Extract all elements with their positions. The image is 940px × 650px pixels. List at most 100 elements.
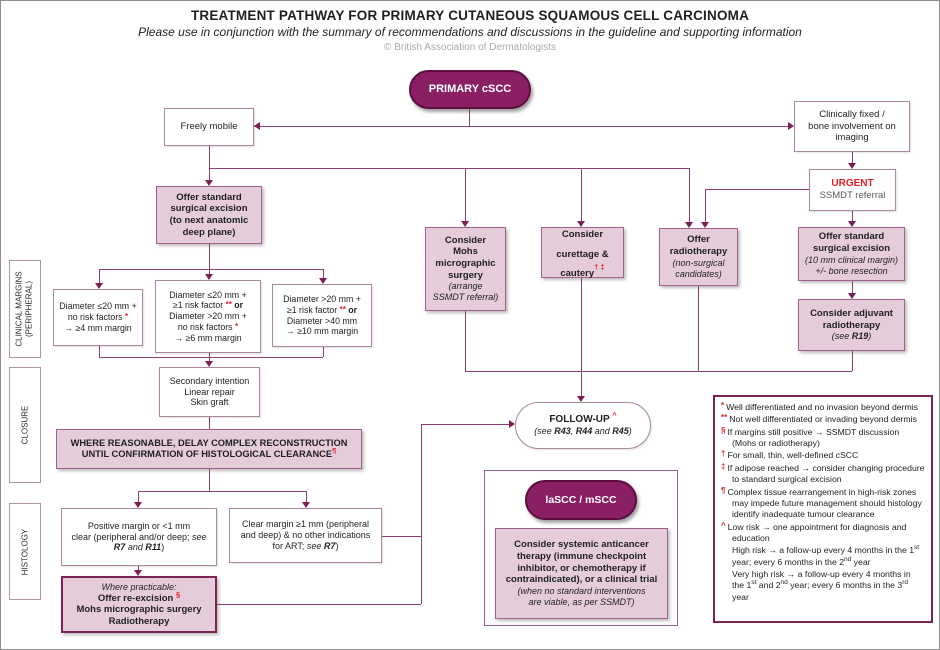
legend-text: year; every 6 months in the 2 xyxy=(732,556,845,567)
connector xyxy=(99,357,323,358)
connector xyxy=(209,417,210,429)
node-text: see xyxy=(306,540,324,551)
page-subtitle: Please use in conjunction with the summa… xyxy=(138,25,802,39)
node-note: (non-surgical candidates) xyxy=(672,257,725,279)
node-closure-options: Secondary intention Linear repair Skin g… xyxy=(159,367,260,417)
arrowhead-right-icon xyxy=(788,122,794,130)
legend-item: High risk → a follow-up every 4 months i… xyxy=(721,545,925,568)
node-text: Diameter >20 mm + xyxy=(169,311,247,322)
connector xyxy=(209,146,210,168)
ssmdt-referral-label: SSMDT referral xyxy=(819,190,886,202)
node-note: (when no standard interventions are viab… xyxy=(517,585,646,607)
connector xyxy=(138,491,306,492)
node-text: see xyxy=(192,531,207,542)
connector xyxy=(852,152,853,163)
connector xyxy=(852,351,853,371)
ordinal-sup: st xyxy=(914,544,920,552)
node-text: and xyxy=(125,542,146,553)
footnote-symbol: * xyxy=(721,401,725,410)
footnote-symbol: ** xyxy=(721,413,728,423)
legend-text: Very high risk → a follow-up every 4 mon… xyxy=(732,568,911,591)
footnote-symbol: § xyxy=(175,589,181,599)
node-urgent-ssmdt: URGENT SSMDT referral xyxy=(809,169,896,211)
legend-text: For small, thin, well-defined cSCC xyxy=(727,450,859,461)
node-text: clear (peripheral and/or deep; xyxy=(71,531,193,542)
node-note: ) xyxy=(628,426,632,437)
footnote-symbol: ** xyxy=(339,304,346,314)
recommendation-ref: R19 xyxy=(851,331,869,342)
connector xyxy=(689,168,690,222)
node-label: Secondary intention Linear repair Skin g… xyxy=(169,375,250,408)
legend-text: year xyxy=(732,591,749,602)
node-systemic-therapy: Consider systemic anticancer therapy (im… xyxy=(495,528,668,619)
node-margin-4mm: Diameter ≤20 mm + no risk factors * → ≥4… xyxy=(53,289,143,346)
node-primary-cscc: PRIMARY cSCC xyxy=(409,70,531,109)
recommendation-ref: R7 xyxy=(323,540,336,551)
node-label: Mohs micrographic surgery xyxy=(76,604,202,616)
legend-text: Well differentiated and no invasion beyo… xyxy=(726,402,919,412)
footnote-symbol: ¶ xyxy=(721,485,726,495)
legend-item: *Well differentiated and no invasion bey… xyxy=(721,401,925,413)
connector xyxy=(209,469,210,491)
recommendation-ref: R45 xyxy=(612,426,629,437)
connector xyxy=(852,211,853,221)
node-text: Diameter >20 mm + xyxy=(283,294,361,305)
arrowhead-down-icon xyxy=(134,502,142,508)
node-lascc-mscc: laSCC / mSCC xyxy=(525,480,637,520)
ordinal-sup: st xyxy=(751,579,757,587)
legend-text: If adipose reached → consider changing p… xyxy=(727,462,925,485)
footnote-symbol: ‡ xyxy=(721,461,726,471)
node-curettage-cautery: Consider curettage & cautery† ‡ xyxy=(541,227,624,280)
node-label: Offer re-excision xyxy=(97,592,176,604)
node-text: or xyxy=(345,304,358,315)
node-text: Diameter >40 mm xyxy=(286,315,358,326)
connector xyxy=(217,604,421,605)
legend-item: ‡If adipose reached → consider changing … xyxy=(721,461,925,486)
node-note: (arrange SSMDT referral) xyxy=(432,281,499,303)
node-note: (see xyxy=(534,426,555,437)
connector xyxy=(209,269,210,274)
connector xyxy=(306,491,307,502)
recommendation-ref: R11 xyxy=(145,542,162,553)
connector xyxy=(323,269,324,278)
connector xyxy=(138,566,139,570)
connector xyxy=(323,347,324,357)
node-text: ≥1 risk factor xyxy=(172,300,226,311)
node-label: Consider curettage & cautery xyxy=(556,229,609,280)
node-text: → ≥4 mm margin xyxy=(64,322,132,333)
arrowhead-right-icon xyxy=(509,420,515,428)
connector xyxy=(469,109,470,126)
node-positive-margin: Positive margin or <1 mm clear (peripher… xyxy=(61,508,217,566)
node-note: (see xyxy=(831,331,852,342)
node-label: PRIMARY cSCC xyxy=(428,82,512,95)
arrowhead-down-icon xyxy=(205,361,213,367)
ordinal-sup: rd xyxy=(902,579,909,587)
footnote-symbol: † ‡ xyxy=(594,262,605,272)
node-follow-up: FOLLOW-UP ^ (see R43, R44 and R45) xyxy=(515,402,651,449)
legend-item: ¶Complex tissue rearrangement in high-ri… xyxy=(721,485,925,521)
connector xyxy=(852,281,853,293)
node-label: Radiotherapy xyxy=(108,615,170,627)
node-text: Diameter ≤20 mm + xyxy=(59,301,137,312)
node-text: or xyxy=(231,300,244,311)
recommendation-ref: R43 xyxy=(554,426,571,437)
connector xyxy=(209,353,210,361)
connector xyxy=(465,371,852,372)
side-label-text: CLOSURE xyxy=(20,405,29,445)
side-label-text: HISTOLOGY xyxy=(20,528,29,575)
legend-item: **Not well differentiated or invading be… xyxy=(721,413,925,425)
node-label: Offer radiotherapy xyxy=(669,234,728,258)
node-text: no risk factors xyxy=(67,312,126,323)
node-delay-reconstruction: WHERE REASONABLE, DELAY COMPLEX RECONSTR… xyxy=(56,429,362,469)
copyright-notice: © British Association of Dermatologists xyxy=(384,42,556,53)
arrowhead-down-icon xyxy=(461,221,469,227)
connector xyxy=(209,244,210,269)
legend-text: If margins still positive → SSMDT discus… xyxy=(727,426,900,449)
connector xyxy=(99,346,100,357)
node-text: Positive margin or <1 mm xyxy=(87,520,191,531)
connector xyxy=(382,536,421,537)
node-text: no risk factors xyxy=(177,321,236,332)
arrowhead-down-icon xyxy=(685,222,693,228)
legend-text: year xyxy=(851,556,871,567)
node-margin-10mm: Diameter >20 mm + ≥1 risk factor ** or D… xyxy=(272,284,372,347)
